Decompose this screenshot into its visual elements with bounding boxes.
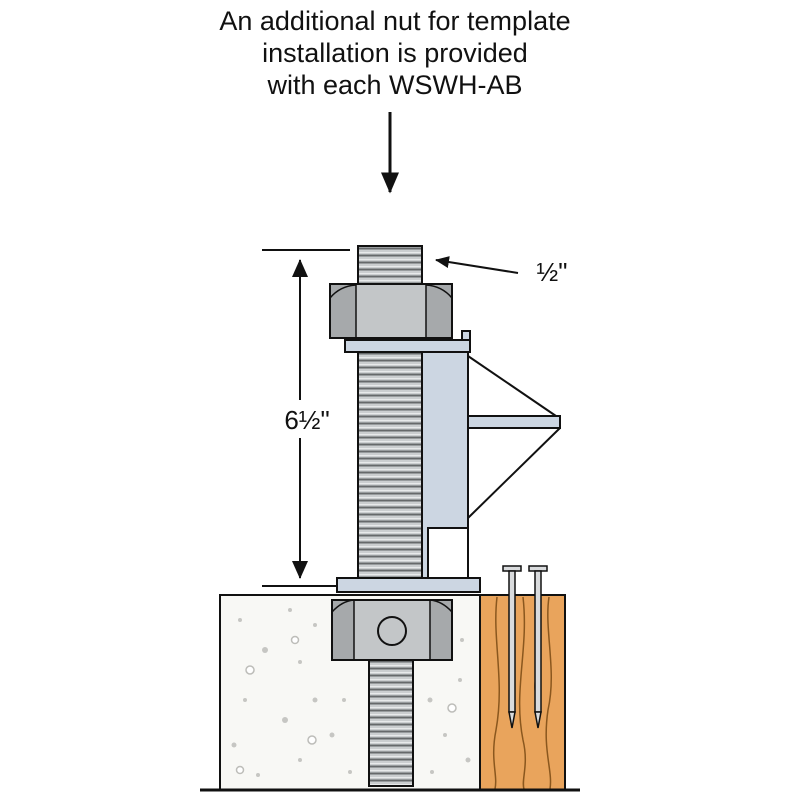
embedded-nut-hole xyxy=(377,616,407,646)
top-hex-nut xyxy=(329,283,453,339)
dimension-6-1-2: 6½" xyxy=(262,249,350,587)
embedded-hex-nut xyxy=(331,599,453,661)
bracket-gusset-bottom-edge xyxy=(467,427,561,519)
nails xyxy=(502,565,548,729)
nail xyxy=(528,565,548,729)
dimension-label-backplate xyxy=(268,400,346,438)
embedded-nut-chamfer xyxy=(429,599,453,613)
concrete-speckles xyxy=(231,608,471,777)
bracket-side-seat xyxy=(467,415,561,429)
nut-chamfer xyxy=(425,284,453,299)
rod-diameter-callout: ½" xyxy=(435,256,568,287)
wood-grain xyxy=(492,596,553,790)
embedded-nut-facet-left xyxy=(332,600,354,660)
embedded-nut-facet-right xyxy=(430,600,452,660)
nut-chamfer xyxy=(329,284,357,299)
bracket-top-flange xyxy=(344,339,471,353)
caption-line-2: installation is provided xyxy=(262,38,528,68)
rod-diameter-arrow xyxy=(435,256,519,274)
embedded-nut-chamfer xyxy=(331,599,355,613)
bracket-notch xyxy=(427,527,469,579)
caption-line-1: An additional nut for template xyxy=(219,6,570,36)
bracket-flange-lip xyxy=(461,330,471,341)
nut-facet-right xyxy=(426,284,452,338)
nail xyxy=(502,565,522,729)
wood-block xyxy=(479,594,566,791)
nut-facet-left xyxy=(330,284,356,338)
caption-block: An additional nut for template installat… xyxy=(219,6,571,194)
dimension-label: 6½" xyxy=(284,405,329,435)
threaded-rod-bottom xyxy=(368,659,414,787)
threaded-rod-top xyxy=(357,245,423,287)
bracket-base-plate xyxy=(336,577,481,593)
threaded-rod-mid xyxy=(357,351,423,579)
rod-diameter-label: ½" xyxy=(537,257,568,287)
nut-outline xyxy=(329,283,453,339)
caption-line-3: with each WSWH-AB xyxy=(266,70,522,100)
bracket-gusset-top-edge xyxy=(467,355,557,417)
wood-member xyxy=(479,594,566,791)
